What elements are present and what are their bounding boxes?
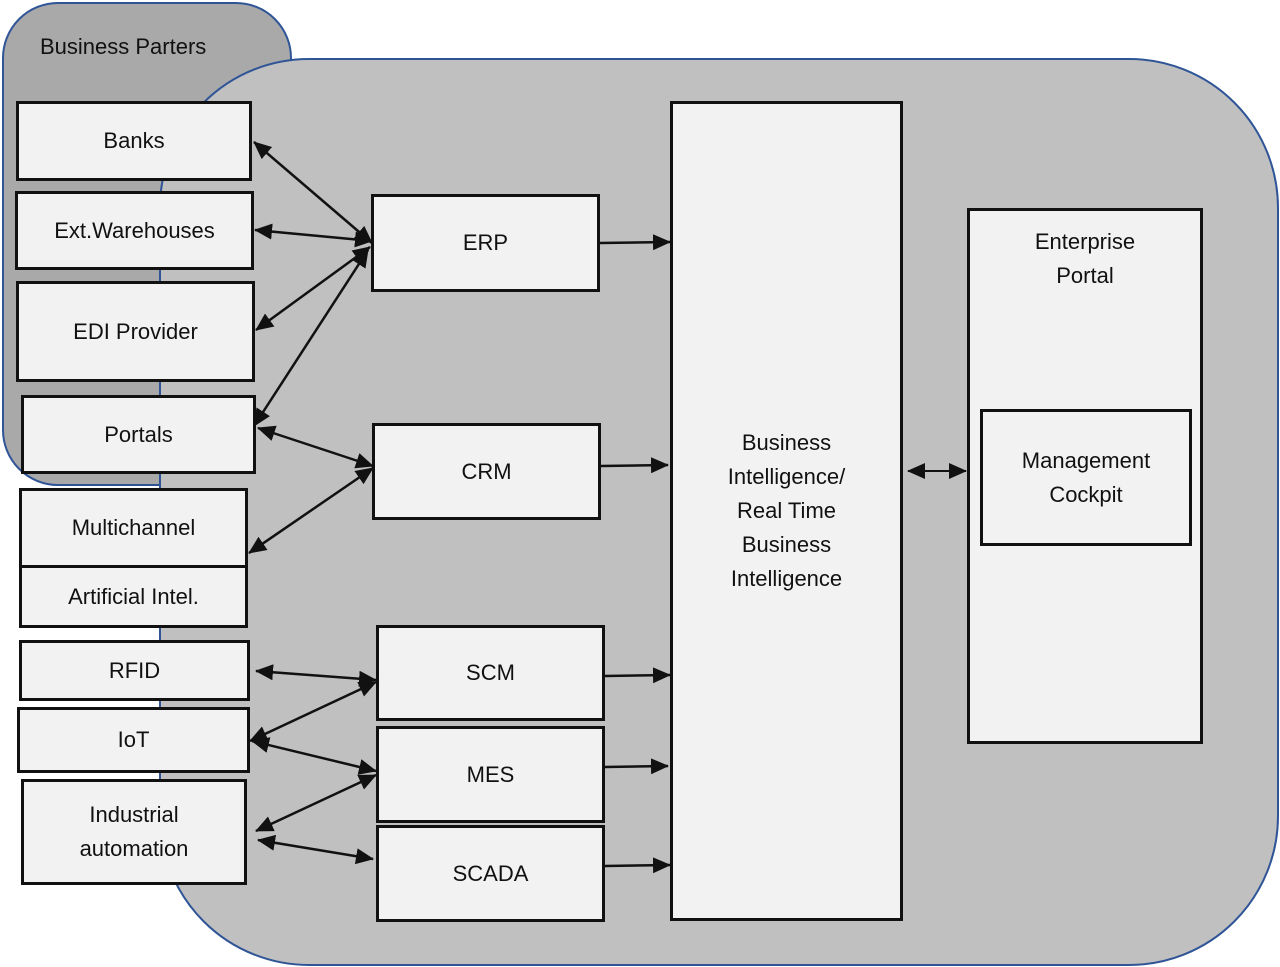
arrow-scada-bi bbox=[604, 857, 671, 874]
arrow-industrial-scada bbox=[257, 834, 374, 865]
arrow-portals-erp bbox=[252, 249, 370, 427]
arrow-erp-bi bbox=[599, 234, 671, 251]
business-partners-title: Business Parters bbox=[40, 34, 207, 59]
box-iot[interactable]: IoT bbox=[17, 707, 250, 773]
box-banks[interactable]: Banks bbox=[16, 101, 252, 181]
box-industrial-automation[interactable]: Industrial automation bbox=[21, 779, 247, 885]
box-crm[interactable]: CRM bbox=[372, 423, 601, 520]
enterprise-portal-title: Enterprise Portal bbox=[1034, 229, 1136, 288]
arrow-industrial-mes bbox=[255, 773, 377, 833]
arrow-rfid-scm bbox=[255, 664, 377, 687]
box-portals[interactable]: Portals bbox=[21, 395, 256, 474]
box-scm[interactable]: SCM bbox=[376, 625, 605, 721]
box-rfid[interactable]: RFID bbox=[19, 640, 250, 701]
arrow-warehouses-erp bbox=[254, 223, 373, 248]
arrow-iot-mes bbox=[251, 737, 377, 775]
box-erp[interactable]: ERP bbox=[371, 194, 600, 292]
box-business-intelligence[interactable]: Business Intelligence/ Real Time Busines… bbox=[670, 101, 903, 921]
box-mes[interactable]: MES bbox=[376, 726, 605, 823]
arrow-multichannel-crm bbox=[248, 466, 374, 555]
box-ext-warehouses[interactable]: Ext.Warehouses bbox=[15, 191, 254, 270]
arrow-crm-bi bbox=[600, 457, 669, 474]
box-edi-provider[interactable]: EDI Provider bbox=[16, 281, 255, 382]
arrow-iot-scm bbox=[249, 680, 377, 743]
box-artificial-intel[interactable]: Artificial Intel. bbox=[19, 565, 248, 628]
box-scada[interactable]: SCADA bbox=[376, 825, 605, 922]
arrow-banks-erp bbox=[253, 141, 373, 244]
arrow-edi-erp bbox=[255, 245, 371, 332]
arrow-mes-bi bbox=[604, 758, 669, 775]
box-management-cockpit[interactable]: Management Cockpit bbox=[980, 409, 1192, 546]
arrow-portals-crm bbox=[257, 425, 374, 469]
arrow-scm-bi bbox=[604, 667, 671, 684]
